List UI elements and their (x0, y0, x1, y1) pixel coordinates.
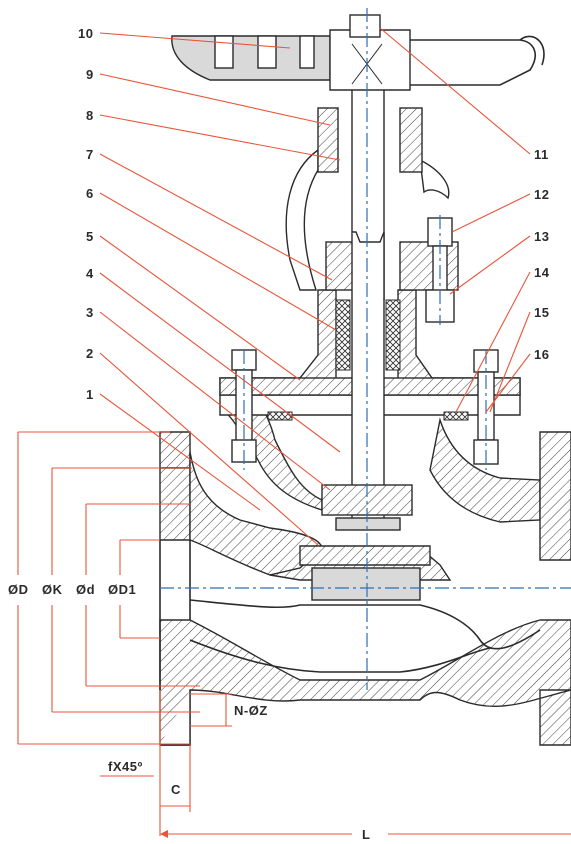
part-label: 14 (534, 265, 550, 280)
dim-face-thickness: C (171, 782, 181, 797)
part-label: 10 (78, 26, 93, 41)
part-label: 8 (86, 108, 94, 123)
dim-bore: Ød (76, 582, 95, 597)
disc (299, 484, 431, 601)
part-number-labels: 10 9 8 7 6 5 4 3 2 1 11 12 13 14 15 16 (78, 26, 550, 402)
part-label: 5 (86, 229, 94, 244)
part-label: 3 (86, 305, 94, 320)
dimension-labels: ØD ØK Ød ØD1 N-ØZ fX45º C L (8, 582, 370, 842)
dim-bolt-holes: N-ØZ (234, 703, 268, 718)
part-label: 4 (86, 266, 94, 281)
dim-bolt-circle: ØK (42, 582, 63, 597)
handwheel (171, 14, 545, 91)
part-label: 1 (86, 387, 94, 402)
part-label: 9 (86, 67, 94, 82)
dimension-lines (17, 431, 571, 838)
dim-raised-face: ØD1 (108, 582, 136, 597)
part-label: 13 (534, 229, 549, 244)
part-leaders (99, 27, 531, 546)
part-label: 7 (86, 147, 94, 162)
dim-chamfer: fX45º (108, 759, 143, 774)
centerlines (160, 8, 571, 690)
part-label: 11 (534, 147, 549, 162)
part-label: 6 (86, 186, 94, 201)
part-label: 2 (86, 346, 94, 361)
dim-outer-diameter: ØD (8, 582, 29, 597)
part-label: 16 (534, 347, 549, 362)
yoke (285, 107, 450, 291)
part-label: 12 (534, 187, 549, 202)
dim-length: L (362, 827, 370, 842)
part-label: 15 (534, 305, 549, 320)
stem (351, 39, 385, 521)
